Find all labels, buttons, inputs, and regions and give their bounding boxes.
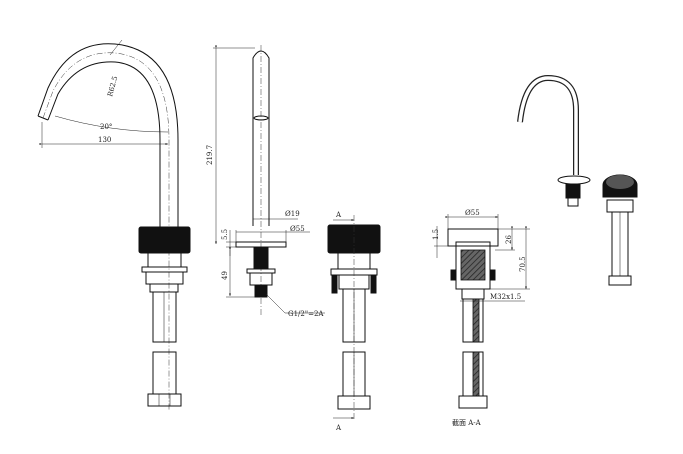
- handle-knob: [138, 226, 191, 254]
- base-thk-label: 5.5: [221, 229, 229, 240]
- handle-view: A A: [327, 211, 381, 432]
- section-dia-label: Ø55: [465, 209, 480, 217]
- angle-label: 20°: [100, 123, 112, 131]
- side-view: 219.7 Ø19 Ø55 5.5 49 G1/2"=2A: [206, 45, 325, 318]
- section-thread-label: M32x1.5: [490, 293, 521, 301]
- radius-label: R62.5: [106, 75, 119, 97]
- gap-label: 1.5: [432, 229, 440, 240]
- height-label: 219.7: [206, 145, 214, 165]
- section-caption: 截面 A-A: [452, 418, 482, 427]
- 3d-view: [517, 74, 638, 286]
- spout-dia-label: Ø19: [285, 210, 300, 218]
- total-label: 70.5: [519, 256, 527, 272]
- front-view-spout: R62.5 20° 130: [37, 39, 191, 410]
- thread-label: G1/2"=2A: [288, 310, 324, 318]
- shank-len-label: 49: [221, 271, 229, 280]
- base-dia-label: Ø55: [290, 225, 305, 233]
- section-mark-top: A: [335, 211, 342, 219]
- section-mark-bottom: A: [335, 424, 342, 432]
- section-height-label: 26: [505, 235, 513, 244]
- reach-label: 130: [98, 136, 111, 144]
- section-view: Ø55 1.5 26 70.5 M32x1.5 截面 A-A: [432, 209, 530, 427]
